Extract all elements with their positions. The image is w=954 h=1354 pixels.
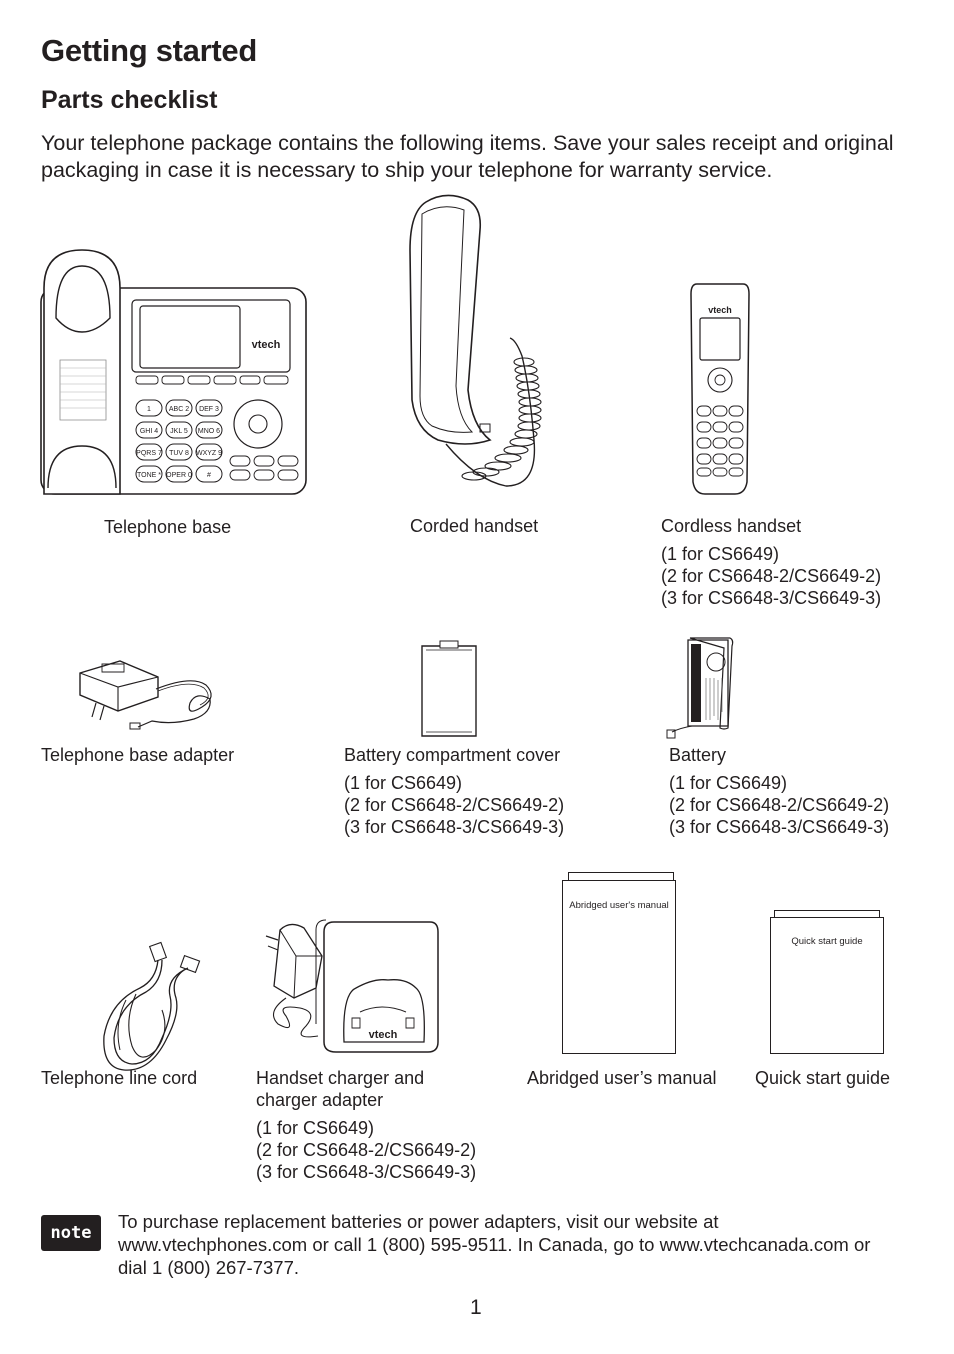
battery-image <box>664 636 736 740</box>
key-0: OPER 0 <box>166 472 192 479</box>
key-star: TONE * <box>137 472 161 479</box>
caption-battery-cover: Battery compartment cover (1 for CS6649)… <box>344 745 565 837</box>
abridged-manual-image: Abridged user's manual <box>562 872 676 1054</box>
base-adapter-image <box>72 655 218 737</box>
cordless-handset-image: vtech <box>689 282 751 496</box>
key-5: JKL 5 <box>170 428 188 435</box>
charger-brand-label: vtech <box>369 1029 398 1041</box>
handset-brand-label: vtech <box>708 305 732 315</box>
quick-start-image: Quick start guide <box>770 910 884 1054</box>
key-9: WXYZ 9 <box>196 450 222 457</box>
telephone-base-image: vtech 1 ABC 2 DEF 3 GHI 4 JKL 5 MNO 6 PQ… <box>40 248 308 496</box>
note-badge: note <box>41 1215 101 1251</box>
key-hash: # <box>207 472 211 479</box>
caption-charger: Handset charger and charger adapter (1 f… <box>256 1068 477 1182</box>
key-4: GHI 4 <box>140 428 158 435</box>
corded-handset-image <box>406 190 550 500</box>
page-title: Getting started <box>41 33 257 68</box>
caption-battery: Battery (1 for CS6649) (2 for CS6648-2/C… <box>669 745 890 837</box>
line-cord-image <box>96 940 214 1074</box>
abridged-manual-cover-label: Abridged user's manual <box>569 900 669 911</box>
note-text: To purchase replacement batteries or pow… <box>118 1211 871 1278</box>
caption-quick-start: Quick start guide <box>755 1068 891 1088</box>
battery-cover-image <box>420 640 478 738</box>
key-8: TUV 8 <box>169 450 189 457</box>
key-7: PQRS 7 <box>136 450 162 457</box>
caption-line-cord: Telephone line cord <box>41 1068 198 1088</box>
charger-image: vtech <box>256 916 442 1054</box>
caption-cordless-handset: Cordless handset (1 for CS6649) (2 for C… <box>661 516 882 608</box>
page-number: 1 <box>470 1296 482 1319</box>
caption-telephone-base: Telephone base <box>104 517 232 537</box>
section-title: Parts checklist <box>41 86 218 114</box>
caption-base-adapter: Telephone base adapter <box>41 745 235 765</box>
key-1: 1 <box>147 406 151 413</box>
key-2: ABC 2 <box>169 406 189 413</box>
quick-start-cover-label: Quick start guide <box>791 936 863 947</box>
key-3: DEF 3 <box>199 406 219 413</box>
base-brand-label: vtech <box>252 339 281 351</box>
intro-paragraph: Your telephone package contains the foll… <box>41 131 894 182</box>
caption-abridged-manual: Abridged user’s manual <box>527 1068 717 1088</box>
caption-corded-handset: Corded handset <box>410 516 539 536</box>
key-6: MNO 6 <box>198 428 220 435</box>
